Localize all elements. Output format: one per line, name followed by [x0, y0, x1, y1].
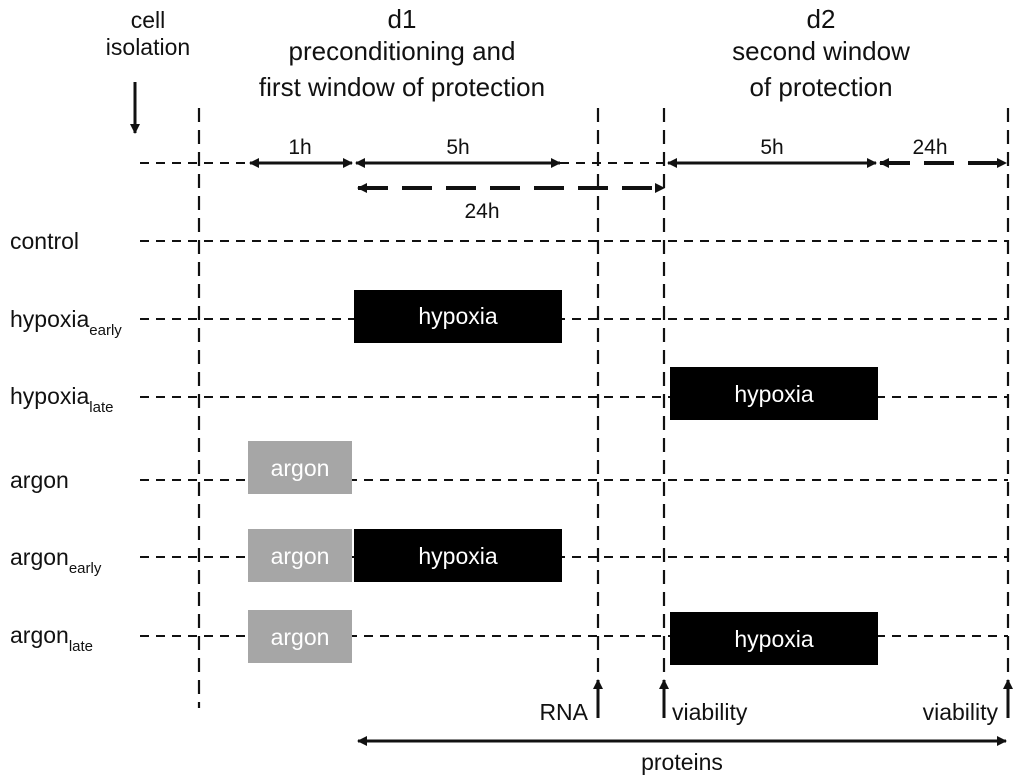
d1-subtitle-line2: first window of protection	[259, 72, 545, 102]
row-label-argon-late: argonlate	[10, 622, 93, 655]
d1-title: d1	[388, 4, 417, 34]
argon-box-label: argon	[271, 455, 330, 481]
row-label-argon-early: argonearly	[10, 544, 102, 577]
d2-title: d2	[807, 4, 836, 34]
row-label-control: control	[10, 228, 79, 254]
argon-box	[248, 441, 352, 494]
hypoxia-box-early	[354, 290, 562, 343]
d1-subtitle-line1: preconditioning and	[289, 36, 516, 66]
proteins-label: proteins	[641, 749, 723, 775]
row-label-argon: argon	[10, 467, 69, 493]
rna-marker-label: RNA	[539, 699, 588, 725]
duration-label-5h-d2: 5h	[760, 136, 783, 159]
row-label-hypoxia-early: hypoxiaearly	[10, 306, 122, 339]
viability-marker-label-1: viability	[672, 699, 748, 725]
hypoxia-box-argon-late-label: hypoxia	[734, 626, 813, 652]
d2-subtitle-line1: second window	[732, 36, 910, 66]
hypoxia-box-early-label: hypoxia	[418, 303, 497, 329]
duration-label-24h-d2: 24h	[912, 136, 947, 159]
argon-box-early	[248, 529, 352, 582]
argon-box-late-label: argon	[271, 624, 330, 650]
hypoxia-box-late	[670, 367, 878, 420]
cell-isolation-label-line2: isolation	[106, 34, 190, 60]
hypoxia-box-argon-early-label: hypoxia	[418, 543, 497, 569]
hypoxia-box-late-label: hypoxia	[734, 381, 813, 407]
cell-isolation-label-line1: cell	[131, 7, 166, 33]
duration-label-1h: 1h	[288, 136, 311, 159]
d2-subtitle-line2: of protection	[749, 72, 892, 102]
argon-box-early-label: argon	[271, 543, 330, 569]
row-label-hypoxia-late: hypoxialate	[10, 383, 113, 416]
argon-box-late	[248, 610, 352, 663]
duration-label-5h-d1: 5h	[446, 136, 469, 159]
viability-marker-label-2: viability	[923, 699, 999, 725]
duration-label-24h-d1: 24h	[464, 200, 499, 223]
hypoxia-box-argon-early	[354, 529, 562, 582]
hypoxia-box-argon-late	[670, 612, 878, 665]
